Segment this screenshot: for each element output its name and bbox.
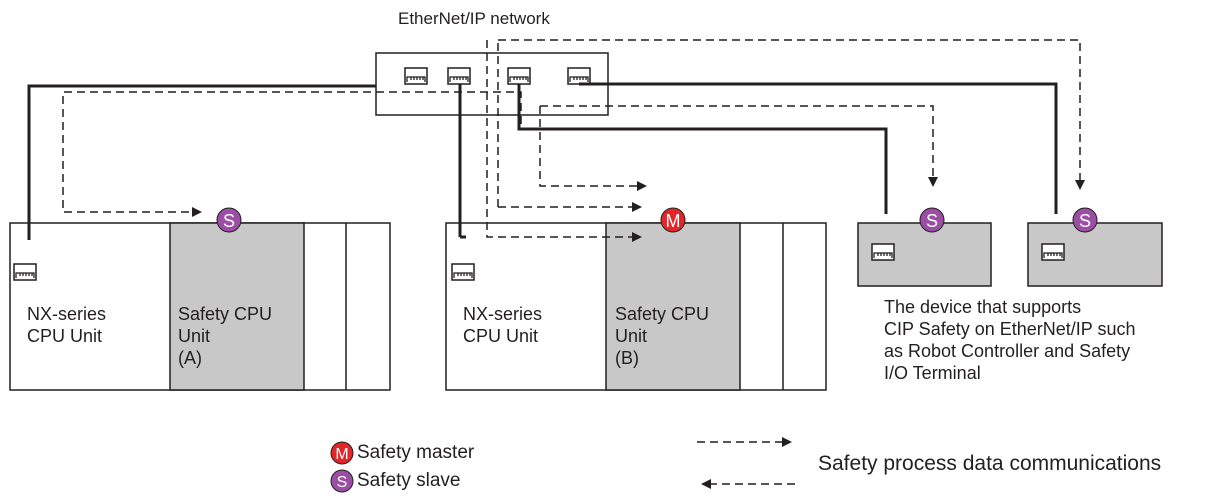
svg-text:S: S (223, 211, 235, 231)
middle-rack (445, 222, 827, 391)
safety-cpu-unit-b-label: Safety CPU Unit (B) (615, 304, 710, 368)
switch-port-4-icon (567, 67, 591, 85)
safety-slave-badge-device-2: S (1072, 207, 1098, 233)
network-label: EtherNet/IP network (398, 9, 550, 28)
left-cpu-port-icon (13, 263, 37, 281)
svg-text:M: M (335, 446, 348, 463)
middle-cpu-port-icon (451, 263, 475, 281)
safety-cpu-unit-a-label: Safety CPU Unit (A) (178, 304, 273, 368)
legend-slave-badge: S (330, 469, 354, 493)
device-1 (857, 222, 992, 287)
legend-slave-label: Safety slave (357, 470, 461, 491)
legend-arrows (697, 437, 795, 489)
safety-master-badge-b: M (660, 207, 686, 233)
switch-port-2-icon (447, 67, 471, 85)
safety-slave-badge-a: S (216, 207, 242, 233)
legend-master-label: Safety master (357, 442, 475, 463)
legend-communications-label: Safety process data communications (818, 452, 1162, 475)
ethernet-cables (27, 82, 1058, 240)
left-cpu-unit-label: NX-series CPU Unit (27, 304, 107, 346)
safety-communication-arrows (62, 39, 1085, 242)
middle-cpu-unit-label: NX-series CPU Unit (463, 304, 543, 346)
device-1-port-icon (871, 243, 895, 261)
svg-text:S: S (337, 474, 348, 491)
svg-text:S: S (926, 211, 938, 231)
svg-text:M: M (666, 211, 681, 231)
switch-port-3-icon (507, 67, 531, 85)
svg-text:S: S (1079, 211, 1091, 231)
device-2-port-icon (1041, 243, 1065, 261)
device-caption: The device that supports CIP Safety on E… (884, 297, 1136, 383)
switch-port-1-icon (404, 67, 428, 85)
safety-slave-badge-device-1: S (919, 207, 945, 233)
safety-cpu-unit-b (605, 222, 741, 391)
ethernet-switch (375, 52, 609, 116)
device-2 (1027, 222, 1163, 287)
legend-master-badge: M (330, 441, 354, 465)
